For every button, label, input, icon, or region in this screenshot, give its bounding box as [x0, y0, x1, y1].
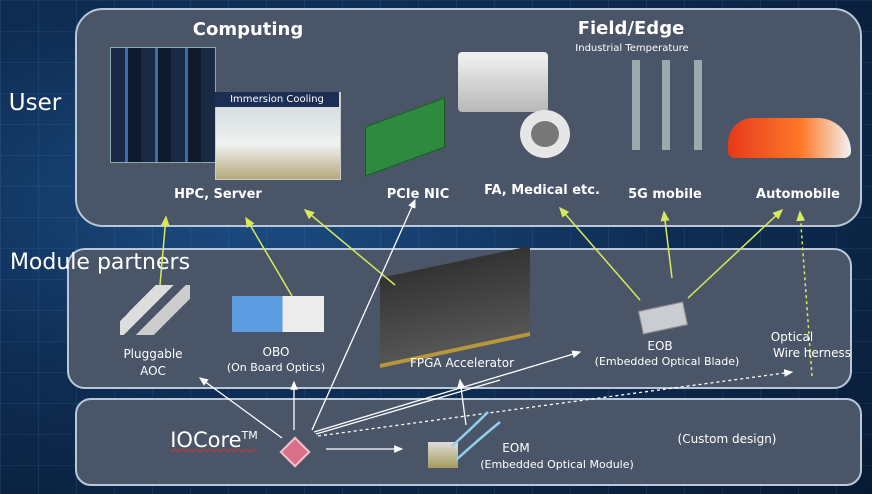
fpga-label: FPGA Accelerator [409, 356, 515, 370]
computing-heading: Computing [192, 19, 304, 40]
industrial-temperature-label: Industrial Temperature [575, 43, 689, 54]
pluggable-aoc-image [120, 285, 190, 335]
arrow-aoc-hpc [159, 215, 170, 286]
mri-scanner-image [520, 110, 570, 158]
arrow-eob-auto [687, 208, 784, 299]
fa-medical-label: FA, Medical etc. [484, 183, 600, 198]
arrow-obo-hpc [245, 216, 293, 297]
car-image [728, 118, 851, 158]
field-edge-heading: Field/Edge [577, 18, 685, 39]
iocore-panel [75, 398, 862, 486]
5g-mobile-label: 5G mobile [628, 187, 702, 202]
hpc-server-label: HPC, Server [174, 187, 262, 202]
iocore-label: IOCoreTM [170, 428, 258, 452]
wire-harness-label: Wire herness [772, 346, 852, 360]
automobile-label: Automobile [756, 187, 840, 202]
module-partners-label: Module partners [9, 250, 191, 275]
aoc-label: AOC [140, 364, 166, 378]
obo-image [232, 296, 324, 332]
user-label: User [8, 90, 62, 116]
obo-full-label: (On Board Optics) [226, 361, 326, 374]
optical-label: Optical [770, 330, 814, 344]
pcie-nic-label: PCIe NIC [386, 187, 450, 202]
eom-full-label: (Embedded Optical Module) [480, 458, 634, 471]
pluggable-label: Pluggable [123, 347, 183, 361]
arrow-eob-5g [660, 210, 673, 279]
eob-label: EOB [647, 339, 673, 353]
iocore-text: IOCore [170, 428, 242, 452]
factory-machine-image [458, 52, 548, 112]
arrow-eob-fa [559, 206, 641, 301]
custom-design-label: (Custom design) [677, 432, 777, 446]
obo-label: OBO [262, 345, 290, 359]
eom-label: EOM [502, 441, 530, 455]
trademark: TM [241, 429, 258, 442]
server-rack-image [110, 47, 216, 163]
eob-full-label: (Embedded Optical Blade) [594, 355, 740, 368]
immersion-cooling-label: Immersion Cooling [215, 92, 339, 107]
arrow-fpga-hpc [303, 209, 396, 286]
5g-antenna-image [612, 60, 720, 150]
